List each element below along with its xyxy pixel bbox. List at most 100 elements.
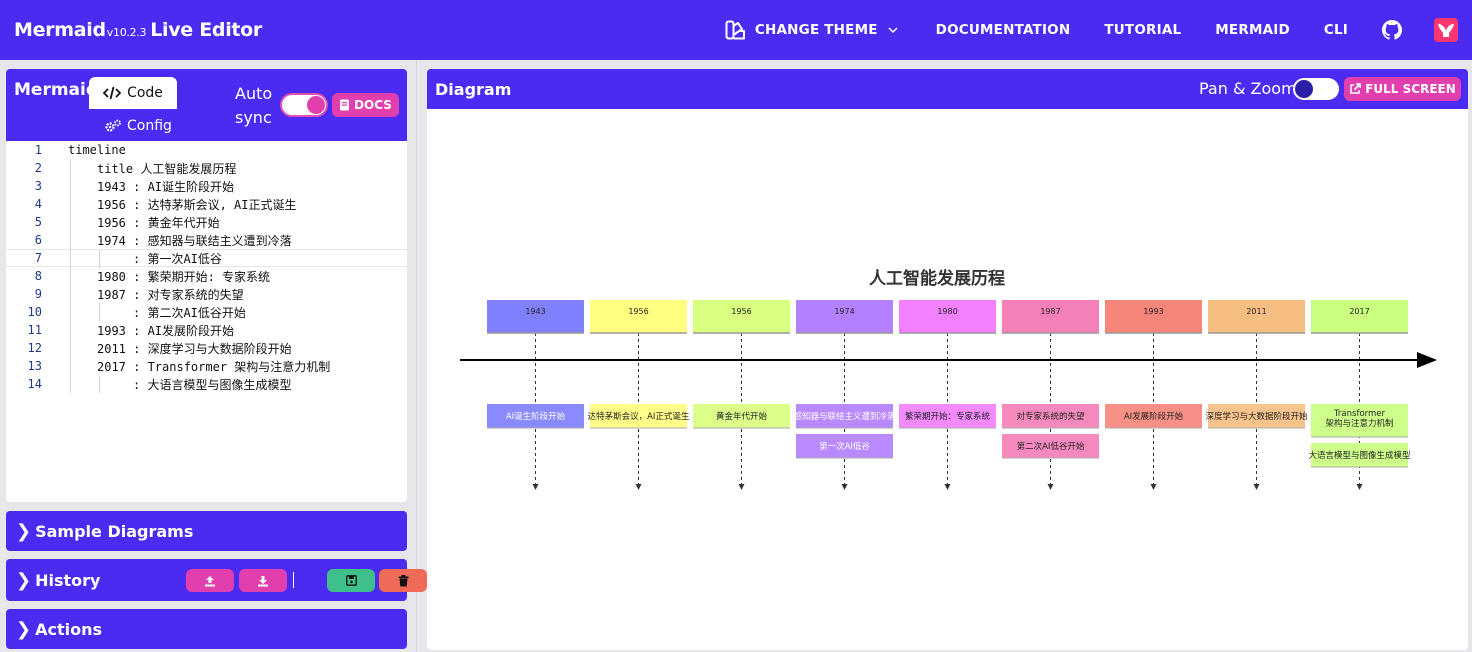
timeline-diagram[interactable]: 人工智能发展历程1943AI诞生阶段开始1956达特茅斯会议，AI正式诞生195… [427, 109, 1468, 650]
tab-config[interactable]: Config [104, 115, 172, 137]
brand[interactable]: Mermaid v10.2.3 Live Editor [14, 19, 262, 41]
code-text: : 大语言模型与图像生成模型 [133, 377, 292, 392]
period-year-box [1002, 300, 1099, 333]
event-box [796, 404, 893, 428]
line-number: 13 [27, 359, 42, 373]
indent-guide [70, 231, 71, 249]
code-line[interactable]: 7: 第一次AI低谷 [6, 249, 407, 268]
event-box [693, 404, 790, 428]
code-line[interactable]: 14 : 大语言模型与图像生成模型 [6, 375, 407, 393]
toggle-knob [1295, 80, 1313, 98]
pan-zoom-toggle[interactable] [1293, 78, 1339, 100]
sample-diagrams-section[interactable]: ❯ Sample Diagrams [6, 511, 407, 551]
code-text: 2017 : Transformer 架构与注意力机制 [97, 359, 331, 374]
code-text: 1943 : AI诞生阶段开始 [97, 179, 235, 194]
code-text: title 人工智能发展历程 [97, 161, 237, 176]
period-year-box [590, 300, 687, 333]
indent-guide [70, 357, 71, 375]
full-screen-label: FULL SCREEN [1365, 82, 1456, 96]
actions-label: Actions [35, 619, 102, 639]
diagram-header: Diagram Pan & Zoom FULL SCREEN [427, 69, 1468, 109]
indent-guide [70, 195, 71, 213]
line-number: 8 [34, 269, 42, 283]
github-link[interactable] [1382, 20, 1402, 40]
autosync-label: Auto sync [235, 84, 273, 127]
line-number: 14 [27, 377, 42, 391]
tab-code[interactable]: Code [89, 77, 177, 109]
trash-icon [398, 574, 408, 586]
top-navbar: Mermaid v10.2.3 Live Editor CHANGE THEME… [0, 0, 1472, 60]
event-box [1002, 404, 1099, 428]
download-icon [258, 575, 268, 586]
chevron-down-icon [888, 27, 898, 34]
docs-button[interactable]: DOCS [332, 93, 399, 117]
code-text: 1956 : 达特茅斯会议, AI正式诞生 [97, 197, 297, 212]
indent-guide [70, 267, 71, 285]
code-text: : 第二次AI低谷开始 [133, 305, 246, 320]
tutorial-link[interactable]: TUTORIAL [1104, 22, 1182, 38]
period-year-box [693, 300, 790, 333]
mermaid-logo-icon [1438, 24, 1454, 37]
event-label: 第二次AI低谷开始 [1017, 441, 1085, 452]
panel-divider[interactable] [416, 60, 417, 652]
documentation-link[interactable]: DOCUMENTATION [935, 22, 1071, 38]
sample-diagrams-label: Sample Diagrams [35, 521, 194, 541]
period-year-box [1105, 300, 1202, 333]
brand-version: v10.2.3 [106, 26, 147, 39]
full-screen-button[interactable]: FULL SCREEN [1344, 77, 1461, 101]
book-icon [340, 99, 350, 111]
save-icon [345, 575, 357, 586]
history-label: History [35, 570, 101, 590]
line-number: 5 [34, 215, 42, 229]
autosync-toggle[interactable] [280, 93, 328, 117]
diagram-title: Diagram [435, 80, 512, 99]
pan-zoom-label: Pan & Zoom [1199, 79, 1297, 98]
mermaid-link[interactable]: MERMAID [1215, 22, 1290, 38]
brand-suffix: Live Editor [150, 19, 263, 41]
event-label: 对专家系统的失望 [1016, 411, 1085, 422]
code-text: 1993 : AI发展阶段开始 [97, 323, 235, 338]
chevron-right-icon: ❯ [16, 569, 32, 591]
upload-history-button[interactable] [186, 569, 234, 592]
code-line[interactable]: 3 1943 : AI诞生阶段开始 [6, 177, 407, 195]
chevron-right-icon: ❯ [16, 618, 32, 640]
code-line[interactable]: 10: 第二次AI低谷开始 [6, 303, 407, 321]
event-label: 达特茅斯会议，AI正式诞生 [588, 411, 690, 422]
event-label: 繁荣期开始：专家系统 [905, 411, 991, 422]
period-year-label: 1956 [731, 307, 751, 316]
cli-link[interactable]: CLI [1323, 22, 1348, 38]
event-label: 第一次AI低谷 [819, 441, 870, 452]
indent-guide [70, 213, 71, 231]
line-number: 9 [34, 287, 42, 301]
clear-history-button[interactable] [379, 569, 427, 592]
line-number: 3 [34, 179, 42, 193]
event-box [487, 404, 584, 428]
period-year-label: 2011 [1246, 307, 1266, 316]
code-icon [103, 86, 122, 100]
change-theme-button[interactable]: CHANGE THEME [725, 20, 902, 40]
save-history-button[interactable] [327, 569, 375, 592]
history-section[interactable]: ❯ History [6, 559, 427, 601]
palette-icon [725, 20, 745, 40]
download-history-button[interactable] [239, 569, 287, 592]
event-box [1311, 443, 1408, 467]
code-line[interactable]: 13 2017 : Transformer 架构与注意力机制 [6, 357, 407, 375]
code-text: 2011 : 深度学习与大数据阶段开始 [97, 341, 292, 356]
mermaid-chart-link[interactable] [1434, 18, 1458, 42]
actions-section[interactable]: ❯ Actions [6, 609, 407, 649]
